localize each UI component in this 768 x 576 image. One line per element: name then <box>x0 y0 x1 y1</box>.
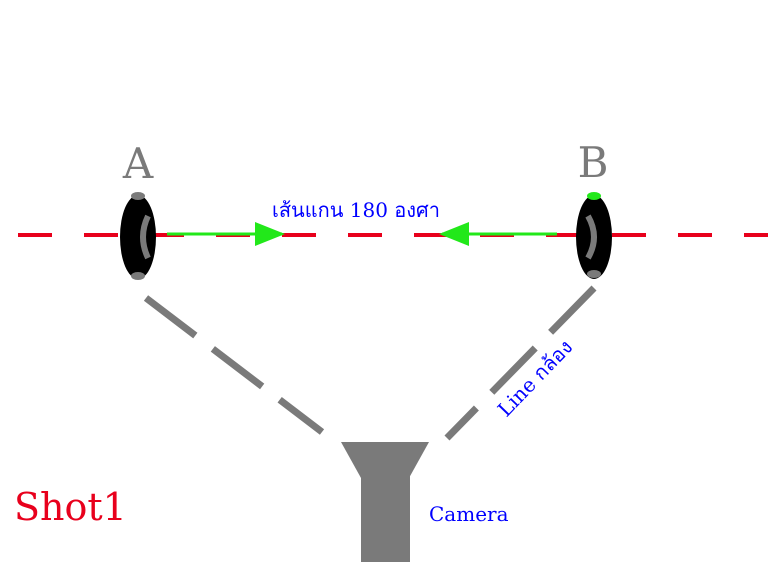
camera-line-right <box>444 285 597 441</box>
subject-b-label: B <box>578 138 609 187</box>
subject-a-figure <box>120 192 156 280</box>
axis-line-label: เส้นแกน 180 องศา <box>272 198 440 222</box>
camera-label: Camera <box>429 502 509 526</box>
subject-a-label: A <box>122 139 154 188</box>
camera-shape <box>341 442 429 562</box>
camera-line-left <box>143 295 325 435</box>
subject-b-figure <box>576 192 612 279</box>
shot-label: Shot1 <box>14 485 127 529</box>
